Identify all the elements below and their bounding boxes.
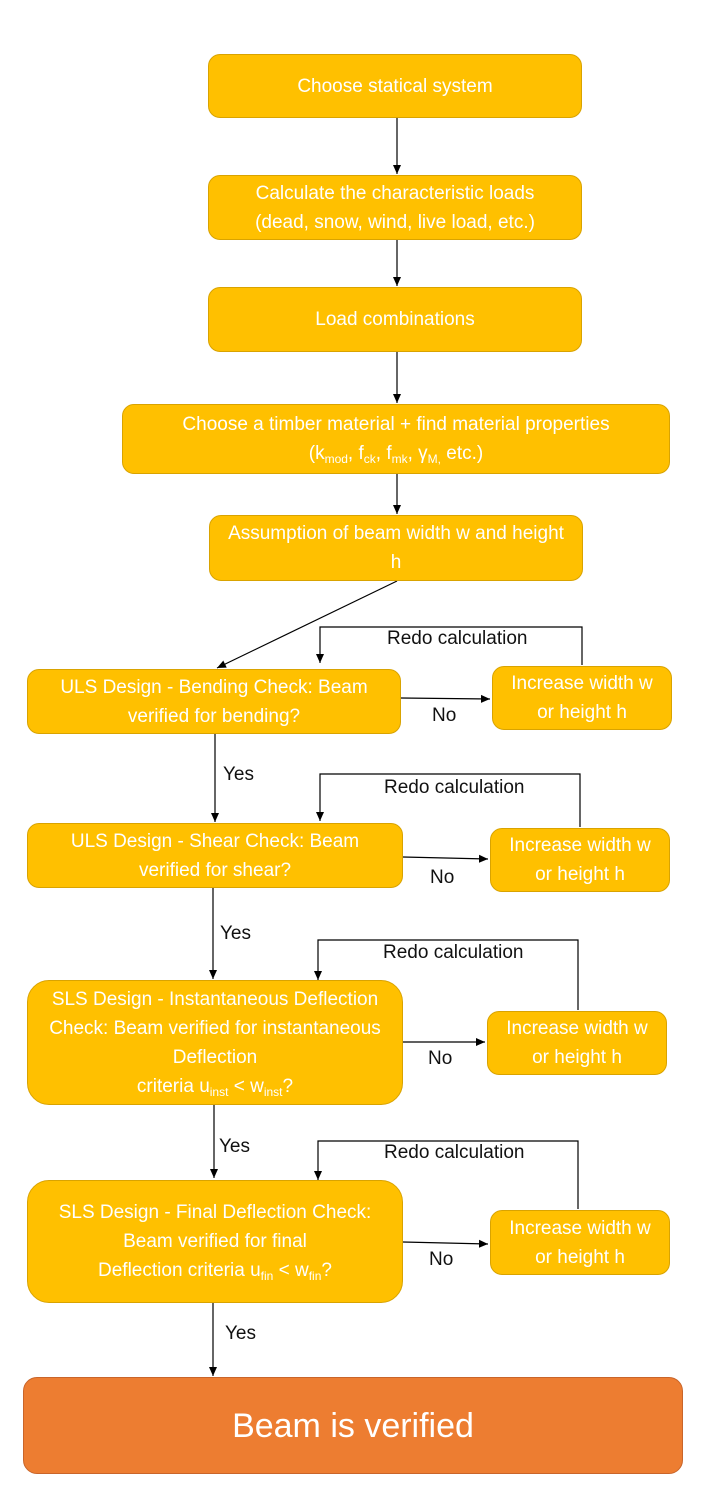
fix-increase-width-1-label: Increase width w or height h xyxy=(511,673,653,723)
step-load-combinations-label: Load combinations xyxy=(315,309,475,330)
loads-line-2: (dead, snow, wind, live load, etc.) xyxy=(255,211,535,233)
redo-label-4: Redo calculation xyxy=(384,1142,525,1163)
step-load-combinations: Load combinations xyxy=(208,287,582,352)
redo-label-3: Redo calculation xyxy=(383,942,524,963)
step-assumption-width-height: Assumption of beam width w and height h xyxy=(209,515,583,581)
no-label-2: No xyxy=(430,867,455,888)
redo-label-1: Redo calculation xyxy=(387,628,528,649)
check-sls-final-deflection: SLS Design - Final Deflection Check: Bea… xyxy=(27,1180,403,1303)
check-uls-shear: ULS Design - Shear Check: Beam verified … xyxy=(27,823,403,888)
check-instantaneous-label: SLS Design - Instantaneous Deflection Ch… xyxy=(49,988,381,1068)
arrow-shear-no xyxy=(402,854,489,863)
yes-label-3: Yes xyxy=(219,1136,250,1157)
check-sls-instantaneous-deflection: SLS Design - Instantaneous Deflection Ch… xyxy=(27,980,403,1105)
arrow-assumption-to-bending xyxy=(216,580,398,669)
material-line-1: Choose a timber material + find material… xyxy=(182,414,610,435)
step-choose-statical-system: Choose statical system xyxy=(208,54,582,118)
result-beam-verified: Beam is verified xyxy=(23,1377,683,1474)
step-calculate-loads: Calculate the characteristic loads (dead… xyxy=(208,175,582,240)
fix-increase-width-2-label: Increase width w or height h xyxy=(509,835,651,885)
redo-loop-final xyxy=(314,1140,579,1209)
check-final-criteria: Deflection criteria ufin < wfin? xyxy=(98,1260,332,1283)
yes-label-2: Yes xyxy=(220,923,251,944)
step-choose-material: Choose a timber material + find material… xyxy=(122,404,670,474)
fix-increase-width-4-label: Increase width w or height h xyxy=(509,1217,651,1268)
loads-line-1: Calculate the characteristic loads xyxy=(255,182,535,204)
check-uls-bending: ULS Design - Bending Check: Beam verifie… xyxy=(27,669,401,734)
step-assumption-label: Assumption of beam width w and height h xyxy=(228,523,564,573)
no-label-1: No xyxy=(432,705,457,726)
fix-increase-width-3-label: Increase width w or height h xyxy=(506,1018,648,1068)
result-beam-verified-label: Beam is verified xyxy=(232,1406,474,1445)
redo-loop-bending xyxy=(316,626,583,665)
no-label-4: No xyxy=(429,1249,454,1270)
step-choose-statical-system-label: Choose statical system xyxy=(297,75,493,97)
redo-loop-instantaneous xyxy=(314,939,579,1010)
material-properties-line: (kmod, fck, fmk, γM, etc.) xyxy=(308,443,484,466)
yes-label-1: Yes xyxy=(223,764,254,785)
fix-increase-width-2: Increase width w or height h xyxy=(490,828,670,892)
redo-label-2: Redo calculation xyxy=(384,777,525,798)
check-uls-shear-label: ULS Design - Shear Check: Beam verified … xyxy=(70,830,360,881)
check-final-label: SLS Design - Final Deflection Check: Bea… xyxy=(58,1202,372,1252)
arrow-final-no xyxy=(402,1239,489,1248)
fix-increase-width-3: Increase width w or height h xyxy=(487,1011,667,1075)
check-instantaneous-criteria: criteria uinst < winst? xyxy=(136,1075,294,1099)
no-label-3: No xyxy=(428,1048,453,1069)
redo-loop-shear xyxy=(316,773,581,827)
arrow-bending-no xyxy=(400,694,491,703)
yes-label-4: Yes xyxy=(225,1323,256,1344)
fix-increase-width-4: Increase width w or height h xyxy=(490,1210,670,1275)
fix-increase-width-1: Increase width w or height h xyxy=(492,666,672,730)
check-uls-bending-label: ULS Design - Bending Check: Beam verifie… xyxy=(60,676,368,727)
